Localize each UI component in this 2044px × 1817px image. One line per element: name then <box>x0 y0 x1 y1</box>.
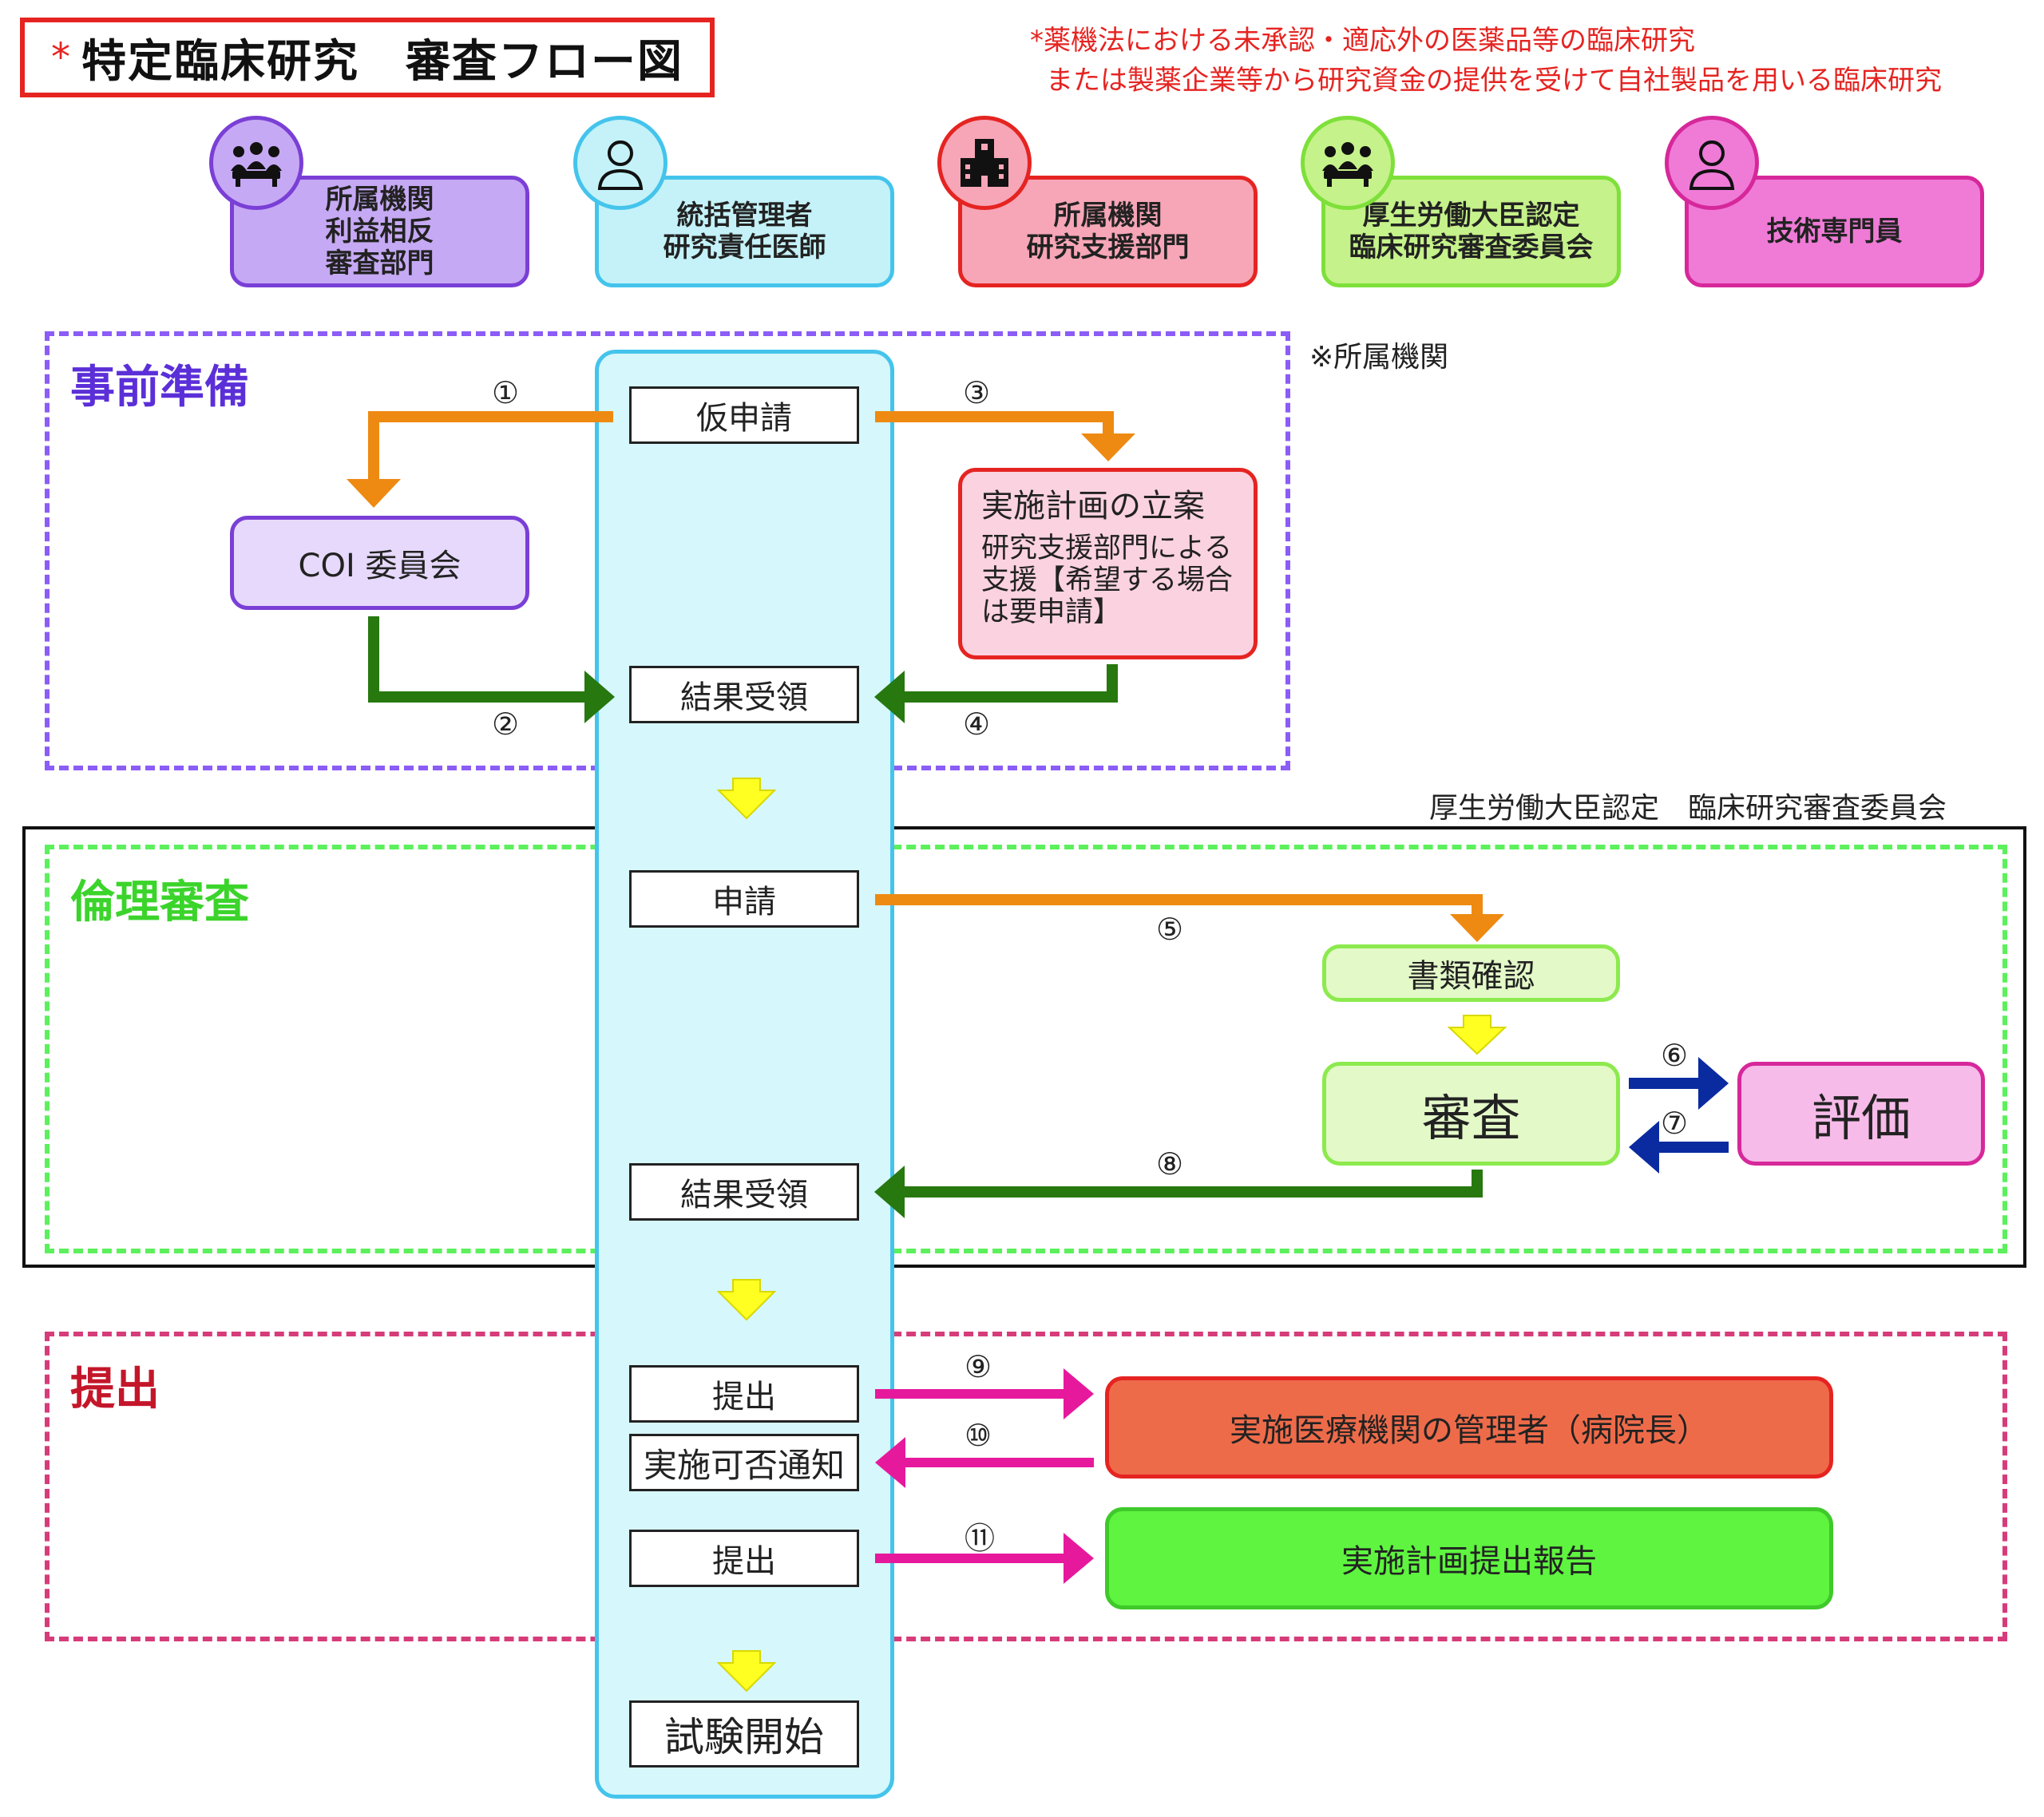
plan-report-box: 実施計画提出報告 <box>1105 1507 1833 1609</box>
title-text: 特定臨床研究 審査フロー図 <box>81 35 683 88</box>
review-box: 審査 <box>1322 1062 1620 1166</box>
step-approval-notice: 実施可否通知 <box>629 1434 859 1491</box>
step-number-10: ⑩ <box>965 1418 992 1453</box>
evaluation-box: 評価 <box>1737 1062 1985 1166</box>
step-result-received-2: 結果受領 <box>629 1163 859 1221</box>
arrow-1 <box>368 411 613 481</box>
note-line-2: または製薬企業等から研究資金の提供を受けて自社製品を用いる臨床研究 <box>1046 65 1942 97</box>
step-number-6: ⑥ <box>1661 1038 1689 1073</box>
role-technical-expert: 技術専門員 <box>1685 176 1984 287</box>
phase-label-submit: 提出 <box>70 1364 160 1415</box>
arrow-4 <box>902 664 1118 703</box>
step-number-7: ⑦ <box>1661 1106 1689 1141</box>
arrow-4-head <box>874 671 905 723</box>
diagram-title: * 特定臨床研究 審査フロー図 <box>20 18 715 97</box>
arrow-3 <box>875 411 1114 436</box>
group-icon <box>1301 116 1395 210</box>
step-number-9: ⑨ <box>965 1349 992 1384</box>
committee-note: 厚生労働大臣認定 臨床研究審査委員会 <box>1429 792 1947 825</box>
committee-frame <box>22 826 2026 1268</box>
step-number-2: ② <box>492 707 520 742</box>
arrow-1-head <box>347 479 401 508</box>
title-asterisk: * <box>51 35 70 80</box>
step-result-received: 結果受領 <box>629 666 859 723</box>
plan-body: 研究支援部門による 支援【希望する場合 は要申請】 <box>981 532 1234 628</box>
step-number-1: ① <box>492 375 520 410</box>
yellow-arrow-2 <box>1447 1015 1507 1055</box>
person-icon <box>573 116 667 210</box>
phase-submit-frame <box>45 1332 2007 1641</box>
plan-box: 実施計画の立案 研究支援部門による 支援【希望する場合 は要申請】 <box>958 468 1258 659</box>
hospital-director-box: 実施医療機関の管理者（病院長） <box>1105 1376 1833 1479</box>
yellow-arrow-1 <box>716 778 777 820</box>
person-icon <box>1665 116 1759 210</box>
group-icon <box>209 116 303 210</box>
arrow-9-head <box>1064 1368 1094 1419</box>
affiliated-note: ※所属機関 <box>1309 341 1449 374</box>
phase-label-prep: 事前準備 <box>70 362 249 414</box>
arrow-6-head <box>1698 1057 1729 1110</box>
step-number-8: ⑧ <box>1156 1146 1184 1182</box>
phase-label-ethics: 倫理審査 <box>70 877 249 928</box>
step-application: 申請 <box>629 870 859 928</box>
step-trial-start: 試験開始 <box>629 1700 859 1768</box>
step-number-4: ④ <box>963 707 991 742</box>
arrow-10-head <box>875 1437 905 1488</box>
arrow-7-head <box>1629 1121 1659 1174</box>
document-check-box: 書類確認 <box>1322 944 1620 1002</box>
step-number-3: ③ <box>963 375 991 410</box>
arrow-2 <box>368 616 587 703</box>
coi-committee-box: COI 委員会 <box>230 516 529 610</box>
arrow-2-head <box>584 671 615 723</box>
arrow-8 <box>902 1170 1483 1197</box>
step-submit: 提出 <box>629 1365 859 1423</box>
step-number-5: ⑤ <box>1156 912 1184 947</box>
note-line-1: *薬機法における未承認・適応外の医薬品等の臨床研究 <box>1030 25 1695 57</box>
arrow-5-head <box>1450 914 1504 942</box>
arrow-8-head <box>874 1166 905 1218</box>
arrow-5 <box>875 894 1483 916</box>
yellow-arrow-3 <box>716 1279 777 1321</box>
phase-ethics-frame <box>45 845 2007 1253</box>
arrow-3-head <box>1081 433 1135 461</box>
yellow-arrow-4 <box>716 1650 777 1692</box>
step-number-11: ⑪ <box>965 1521 996 1556</box>
step-submit-2: 提出 <box>629 1530 859 1587</box>
building-icon <box>937 116 1032 210</box>
arrow-11-head <box>1064 1533 1094 1584</box>
plan-title: 実施計画の立案 <box>981 488 1205 525</box>
step-provisional-application: 仮申請 <box>629 386 859 444</box>
